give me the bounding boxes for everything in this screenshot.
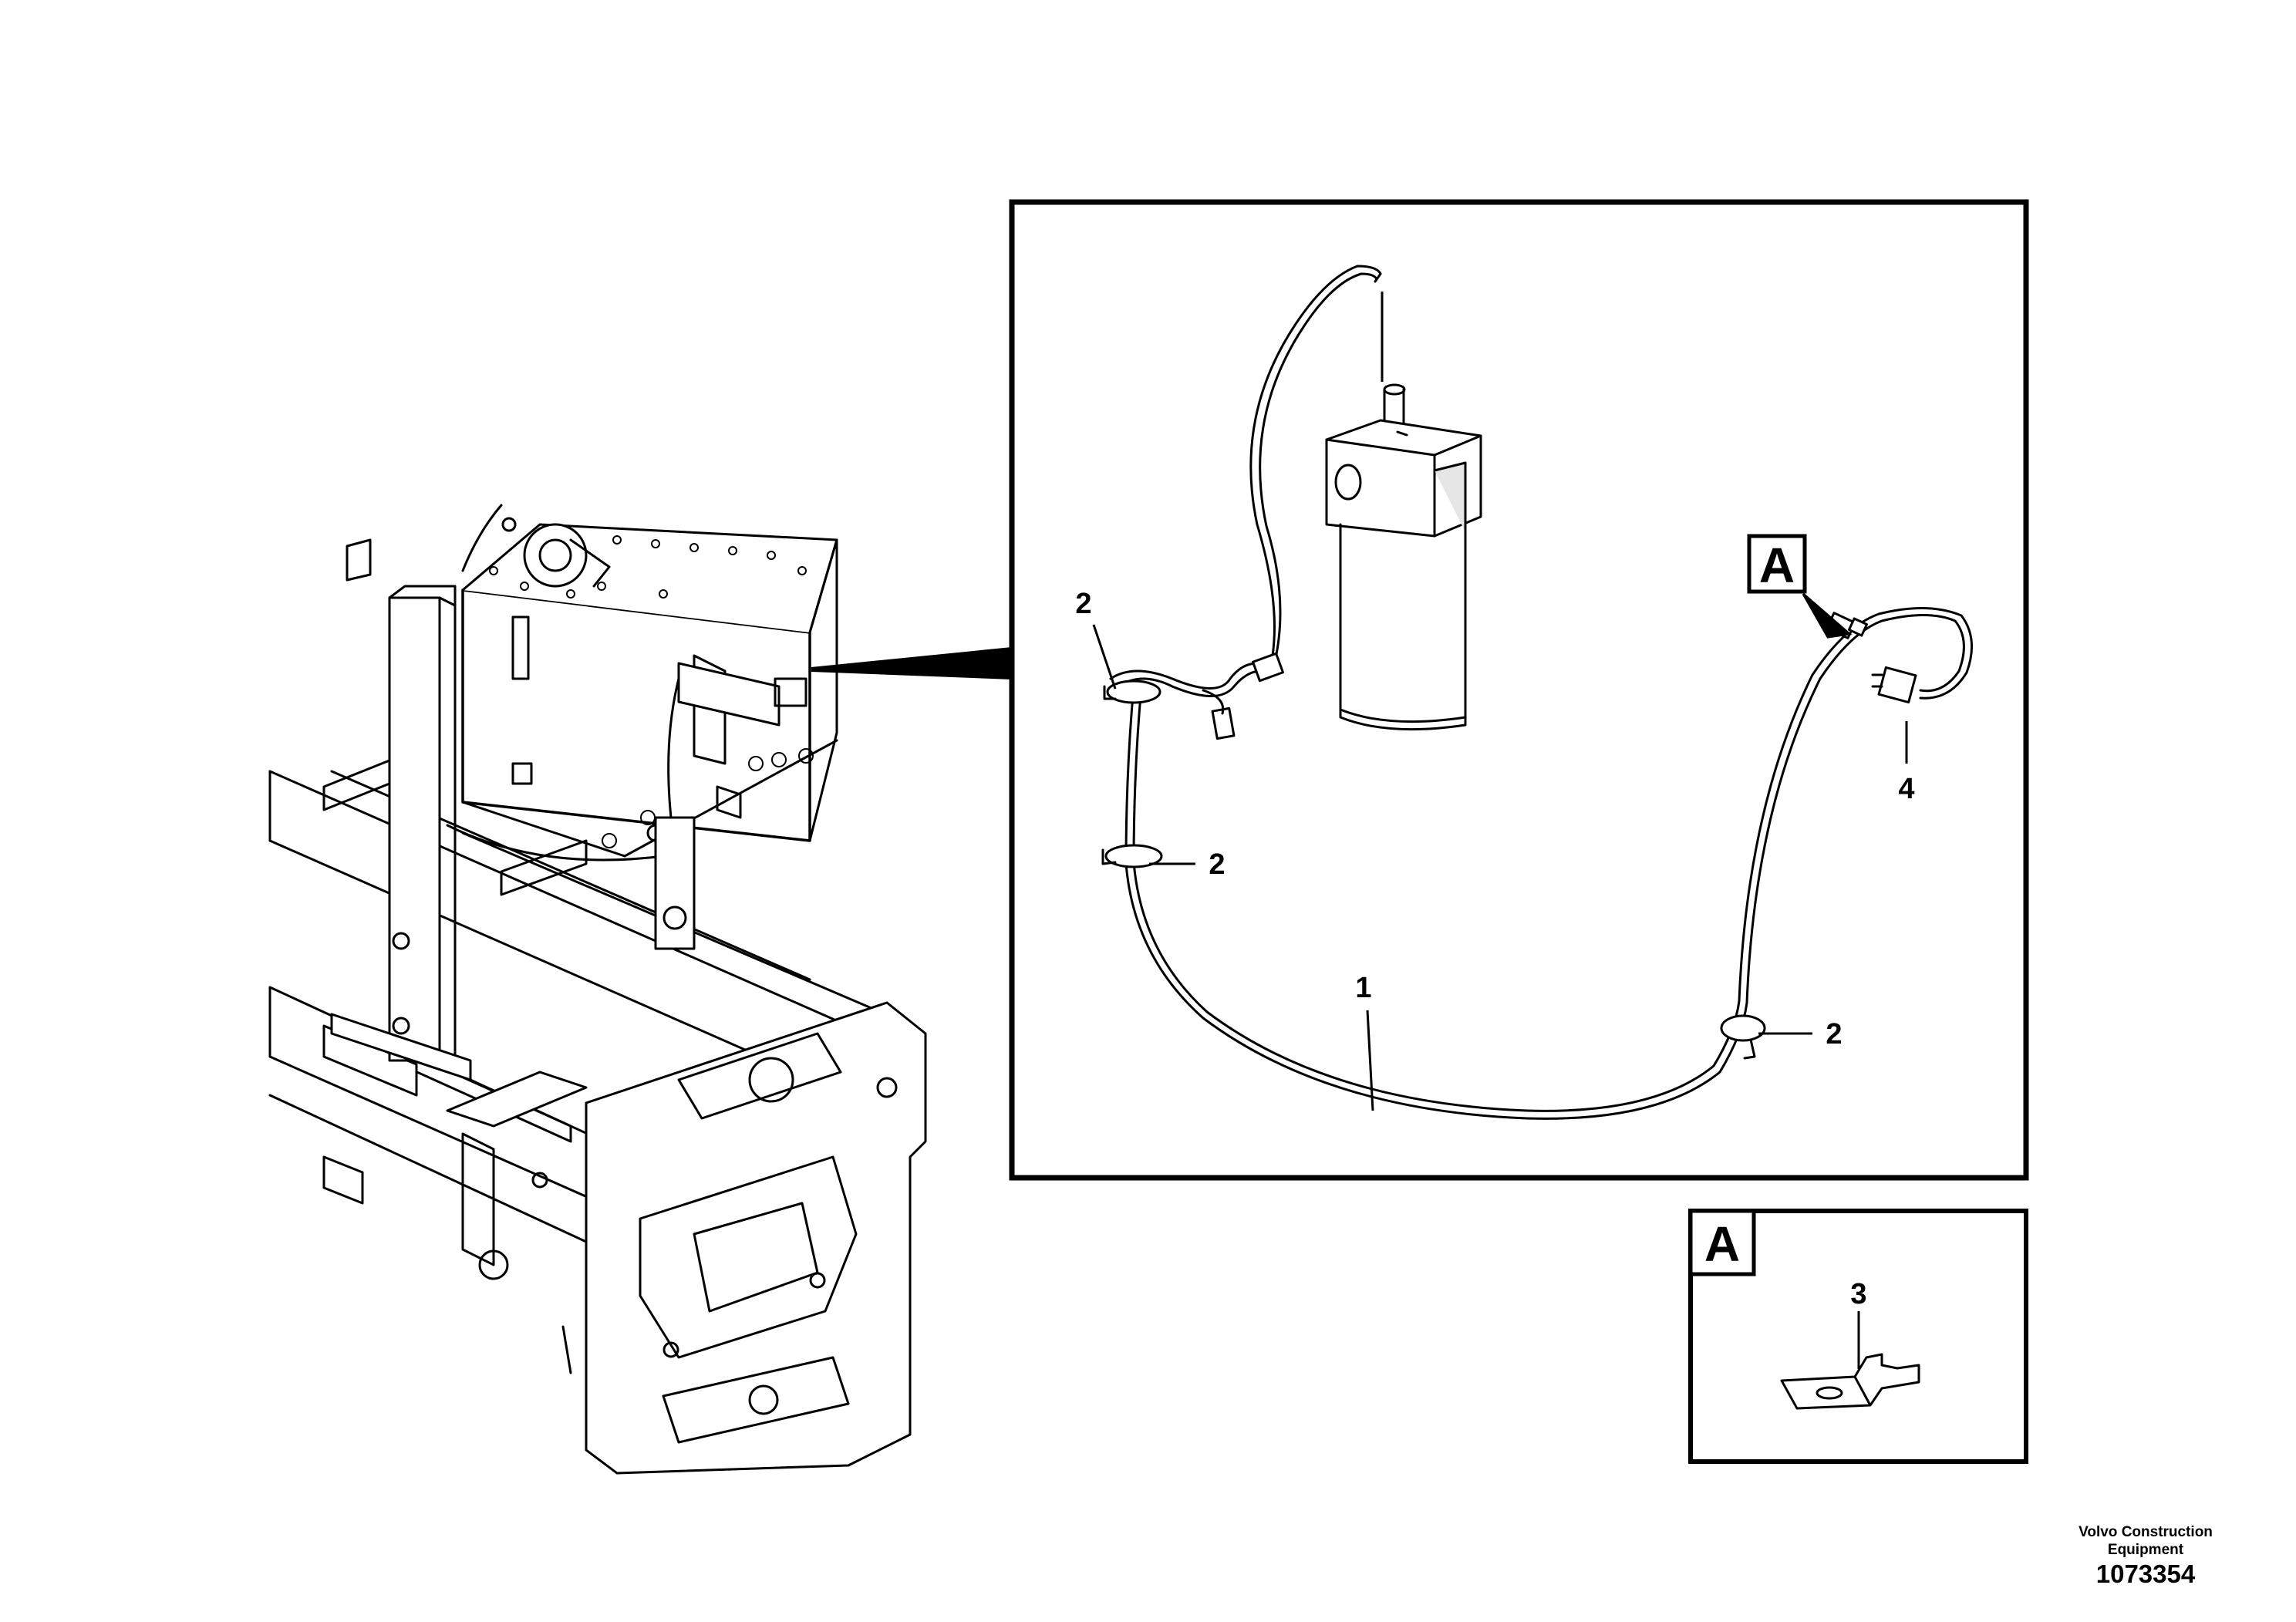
footer-brand: Volvo Construction Equipment bbox=[2079, 1524, 2213, 1558]
callout-clamp-middle: 2 bbox=[1209, 848, 1225, 881]
detail-ref-box bbox=[1747, 534, 1807, 594]
detail-ref-letter: A bbox=[1759, 538, 1795, 593]
hose-harness bbox=[1109, 265, 1974, 1120]
callout-bracket: 3 bbox=[1850, 1278, 1866, 1310]
hose-clamp bbox=[1101, 679, 1766, 1060]
drawing-number: 1073354 bbox=[2095, 1560, 2196, 1588]
callout-hose: 1 bbox=[1355, 972, 1371, 1004]
detail-a-label-box bbox=[1688, 1209, 1756, 1276]
callout-clamp-right: 2 bbox=[1826, 1018, 1842, 1050]
hydraulic-filter bbox=[1325, 383, 1482, 731]
detail-a-letter: A bbox=[1704, 1216, 1740, 1272]
callout-sensor: 4 bbox=[1898, 773, 1914, 805]
machine-overview-illustration bbox=[268, 504, 927, 1475]
mounting-bracket bbox=[1780, 1353, 1920, 1410]
callout-leaders bbox=[1092, 292, 1908, 1111]
detail-frame-main bbox=[1009, 199, 2029, 1181]
main-detail-illustration bbox=[1101, 265, 1974, 1120]
callout-clamp-upper: 2 bbox=[1075, 588, 1091, 620]
